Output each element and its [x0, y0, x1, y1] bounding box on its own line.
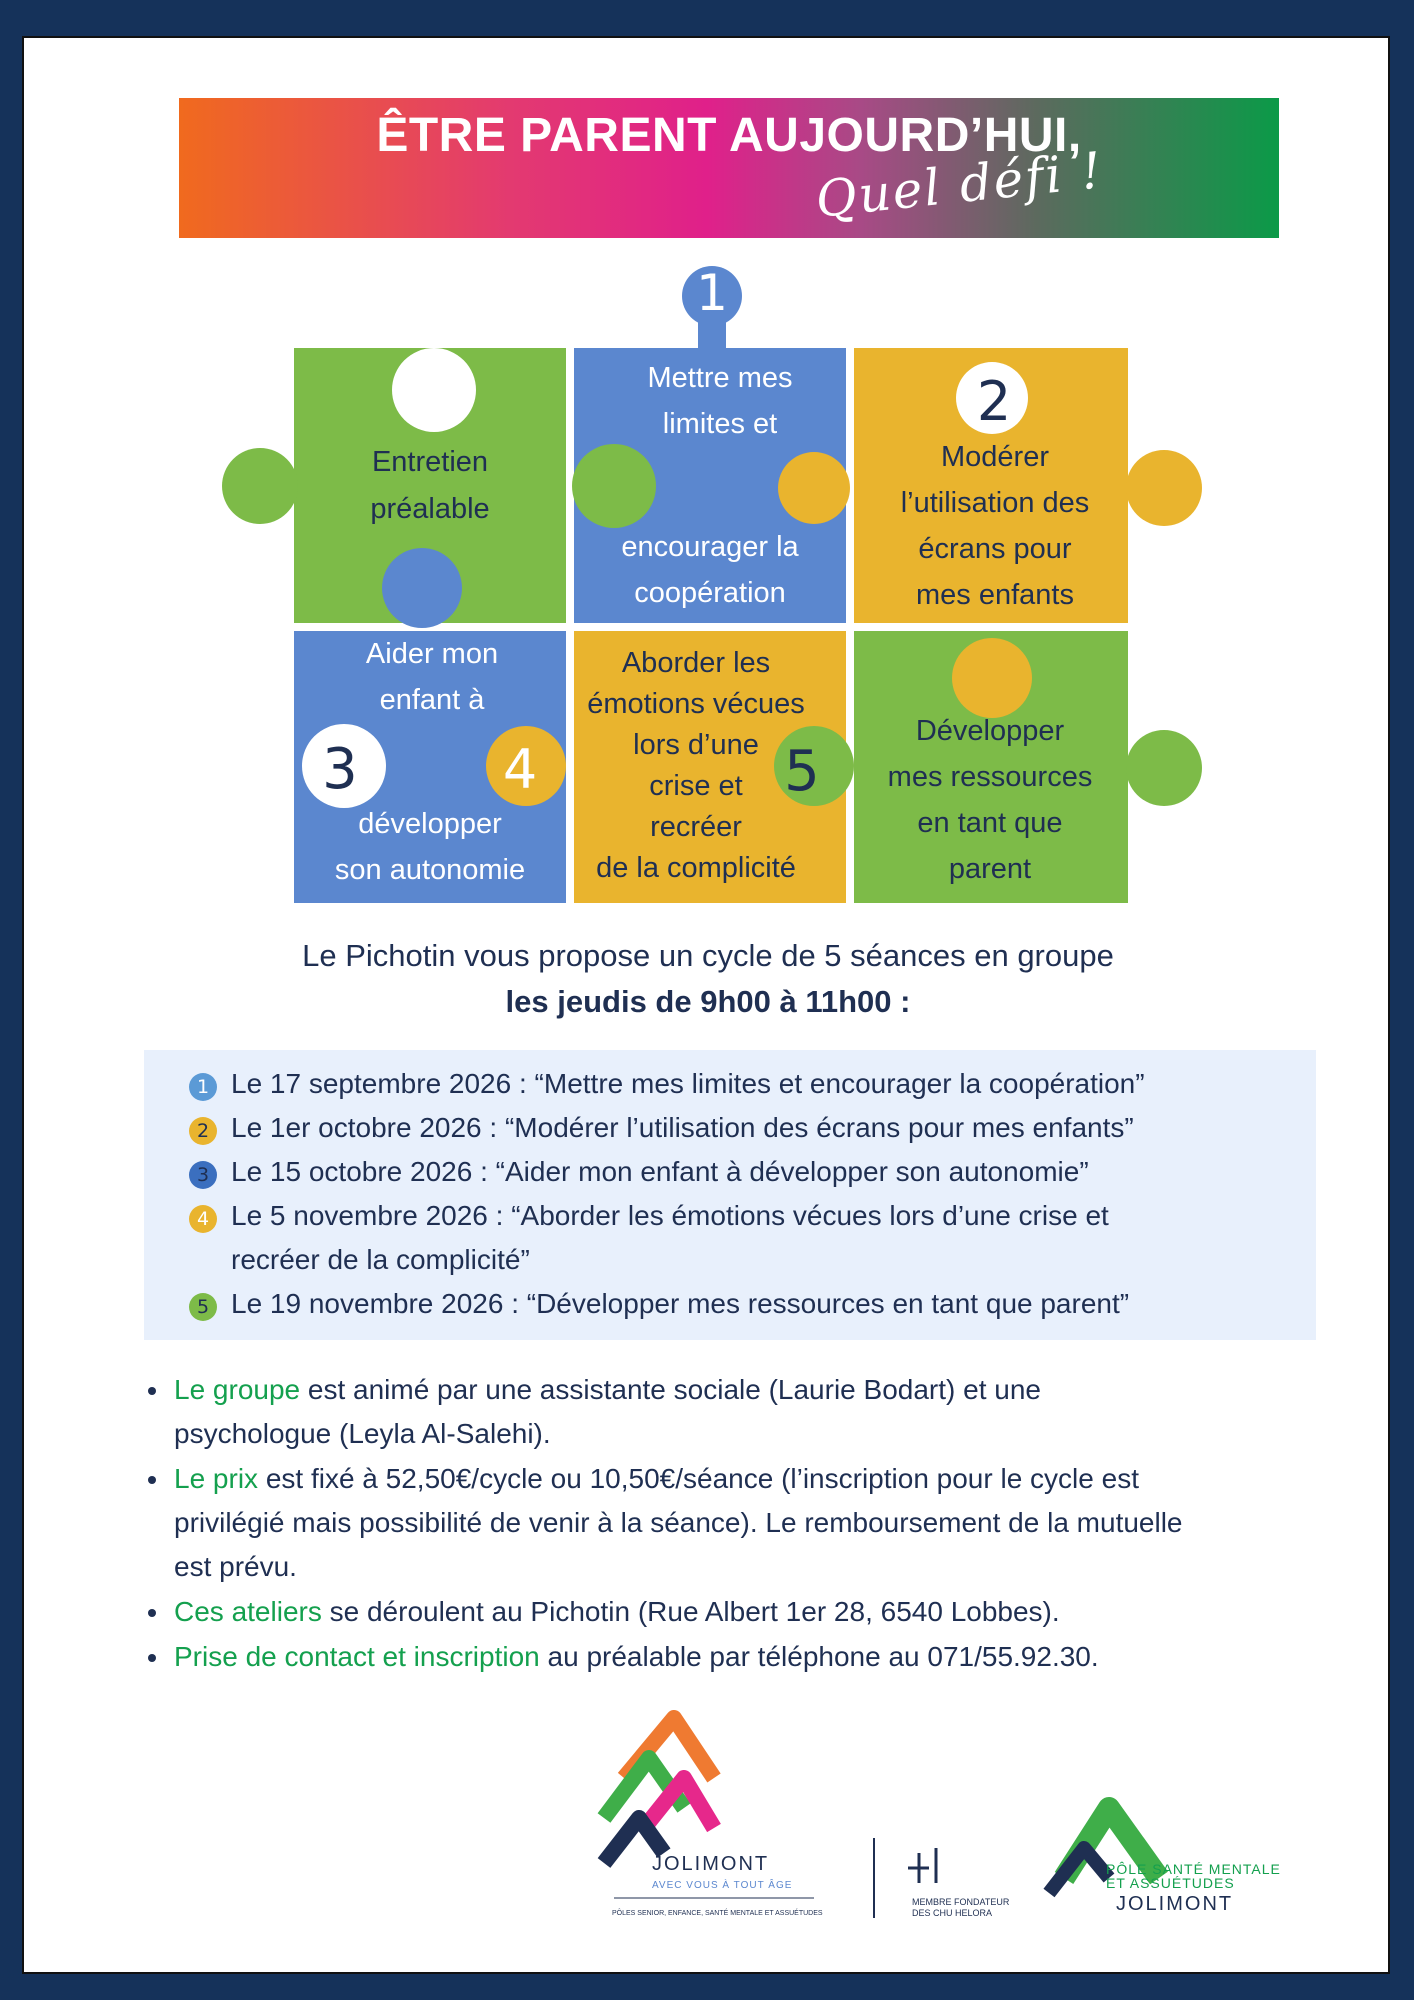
- piece3-line: Aider mon: [366, 638, 498, 670]
- piece2-line: mes enfants: [916, 579, 1074, 611]
- puzzle-graphic: Entretien préalable 1 Mettre mes limites…: [222, 264, 1202, 903]
- info-item: Le prix est fixé à 52,50€/cycle ou 10,50…: [148, 1457, 1334, 1589]
- jolimont-poles: PÔLES SENIOR, ENFANCE, SANTÉ MENTALE ET …: [612, 1908, 823, 1917]
- puzzle-piece-2: 2 Modérer l’utilisation des écrans pour …: [778, 348, 1202, 623]
- piece4-line: Aborder les: [622, 647, 770, 679]
- piece2-line: l’utilisation des: [901, 487, 1090, 519]
- bullet-dot: [148, 1476, 156, 1484]
- puzzle-piece-4: 4 Aborder les émotions vécues lors d’une…: [486, 631, 854, 903]
- info-item: Ces ateliers se déroulent au Pichotin (R…: [148, 1590, 1334, 1634]
- banner-title: ÊTRE PARENT AUJOURD’HUI,: [376, 109, 1082, 162]
- flyer-sheet: ÊTRE PARENT AUJOURD’HUI, Quel défi ! Ent…: [22, 36, 1390, 1974]
- piece5-line: en tant que: [917, 807, 1062, 839]
- piece4-number: 4: [503, 738, 537, 801]
- info-text: privilégié mais possibilité de venir à l…: [174, 1507, 1183, 1538]
- pole-line1: PÔLE SANTÉ MENTALE: [1106, 1861, 1281, 1877]
- session-text-continued: recréer de la complicité”: [231, 1244, 530, 1275]
- jolimont-tagline: AVEC VOUS À TOUT ÂGE: [652, 1878, 792, 1891]
- session-number-badge: 3: [189, 1161, 217, 1189]
- piece4-line: recréer: [650, 811, 742, 843]
- intro-piece-line: préalable: [370, 493, 489, 525]
- info-highlight: Le groupe: [174, 1374, 301, 1405]
- piece5-line: Développer: [916, 715, 1065, 747]
- bullet-dot: [148, 1609, 156, 1617]
- puzzle-piece-1: 1 Mettre mes limites et encourager la co…: [572, 264, 846, 623]
- session-item: 2 Le 1er octobre 2026 : “Modérer l’utili…: [189, 1106, 1299, 1150]
- piece3-number: 3: [322, 737, 358, 802]
- info-text: est fixé à 52,50€/cycle ou 10,50€/séance…: [258, 1463, 1139, 1494]
- piece2-number: 2: [977, 370, 1011, 433]
- piece5-line: parent: [949, 853, 1031, 885]
- puzzle-piece-5: 5 Développer mes ressources en tant que …: [784, 631, 1202, 903]
- info-highlight: Prise de contact et inscription: [174, 1641, 540, 1672]
- session-text: Le 5 novembre 2026 : “Aborder les émotio…: [231, 1200, 1109, 1231]
- info-item: Le groupe est animé par une assistante s…: [148, 1368, 1334, 1456]
- session-item: 3 Le 15 octobre 2026 : “Aider mon enfant…: [189, 1150, 1299, 1194]
- info-text: psychologue (Leyla Al-Salehi).: [174, 1418, 551, 1449]
- info-item: Prise de contact et inscription au préal…: [148, 1635, 1334, 1679]
- helora-line1: MEMBRE FONDATEUR: [912, 1897, 1010, 1907]
- session-item: 5 Le 19 novembre 2026 : “Développer mes …: [189, 1282, 1299, 1326]
- intro-line: Le Pichotin vous propose un cycle de 5 s…: [302, 938, 1114, 973]
- info-text: se déroulent au Pichotin (Rue Albert 1er…: [321, 1596, 1060, 1627]
- info-highlight: Le prix: [174, 1463, 259, 1494]
- title-banner: ÊTRE PARENT AUJOURD’HUI, Quel défi !: [179, 98, 1279, 238]
- jolimont-logo: JOLIMONT AVEC VOUS À TOUT ÂGE PÔLES SENI…: [597, 1710, 823, 1917]
- info-text: au préalable par téléphone au 071/55.92.…: [539, 1641, 1099, 1672]
- helora-logo: MEMBRE FONDATEUR DES CHU HELORA: [908, 1848, 1010, 1918]
- session-item: 1 Le 17 septembre 2026 : “Mettre mes lim…: [189, 1062, 1299, 1106]
- piece4-line: de la complicité: [596, 852, 796, 884]
- schedule-line: les jeudis de 9h00 à 11h00 :: [505, 984, 911, 1019]
- info-text: est prévu.: [174, 1551, 297, 1582]
- helora-line2: DES CHU HELORA: [912, 1908, 992, 1918]
- piece1-line: coopération: [634, 577, 786, 609]
- piece1-line: encourager la: [621, 531, 799, 563]
- session-text: Le 1er octobre 2026 : “Modérer l’utilisa…: [231, 1112, 1134, 1143]
- session-number-badge: 1: [189, 1073, 217, 1101]
- session-text: Le 19 novembre 2026 : “Développer mes re…: [231, 1288, 1130, 1319]
- piece1-number: 1: [696, 264, 728, 322]
- sessions-box: 1 Le 17 septembre 2026 : “Mettre mes lim…: [144, 1050, 1316, 1340]
- piece3-line: enfant à: [380, 684, 486, 716]
- session-item: 4 Le 5 novembre 2026 : “Aborder les émot…: [189, 1194, 1299, 1282]
- jolimont-name: JOLIMONT: [652, 1853, 769, 1875]
- piece3-line: développer: [358, 808, 502, 840]
- session-text: Le 17 septembre 2026 : “Mettre mes limit…: [231, 1068, 1145, 1099]
- puzzle-piece-intro: Entretien préalable: [222, 348, 566, 628]
- session-number-badge: 5: [189, 1293, 217, 1321]
- piece1-line: Mettre mes: [647, 362, 792, 394]
- bullet-dot: [148, 1387, 156, 1395]
- piece1-line: limites et: [663, 408, 777, 440]
- piece2-line: écrans pour: [918, 533, 1071, 565]
- session-number-badge: 4: [189, 1205, 217, 1233]
- piece5-number: 5: [784, 739, 820, 804]
- piece4-line: crise et: [649, 770, 742, 802]
- piece3-line: son autonomie: [335, 854, 525, 886]
- info-text: est animé par une assistante sociale (La…: [300, 1374, 1041, 1405]
- session-number-badge: 2: [189, 1117, 217, 1145]
- info-list: Le groupe est animé par une assistante s…: [148, 1368, 1334, 1680]
- bullet-dot: [148, 1654, 156, 1662]
- pole-name: JOLIMONT: [1116, 1893, 1233, 1915]
- pole-line2: ET ASSUÉTUDES: [1106, 1875, 1235, 1891]
- piece5-line: mes ressources: [888, 761, 1093, 793]
- intro-piece-line: Entretien: [372, 446, 488, 478]
- session-text: Le 15 octobre 2026 : “Aider mon enfant à…: [231, 1156, 1089, 1187]
- piece4-line: émotions vécues: [587, 688, 805, 720]
- piece4-line: lors d’une: [633, 729, 759, 761]
- pole-sante-logo: PÔLE SANTÉ MENTALE ET ASSUÉTUDES JOLIMON…: [1043, 1797, 1281, 1915]
- info-highlight: Ces ateliers: [174, 1596, 322, 1627]
- piece2-line: Modérer: [941, 441, 1049, 473]
